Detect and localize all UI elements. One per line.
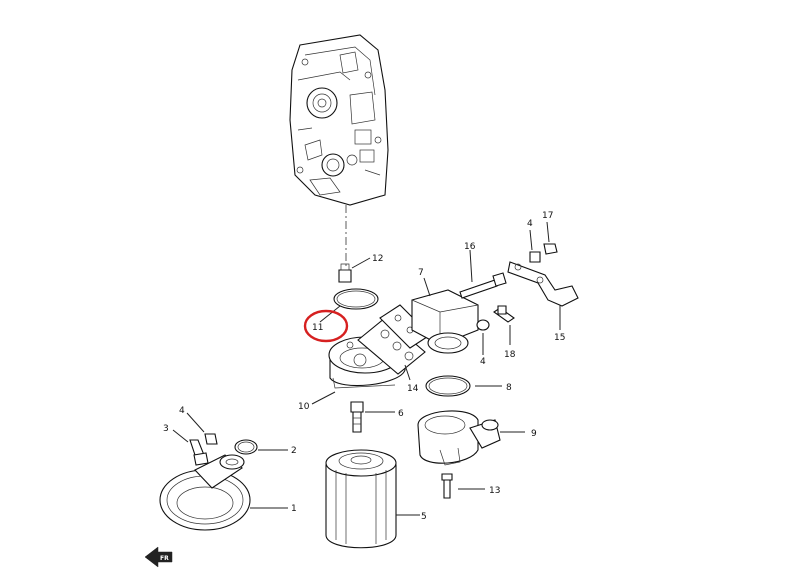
part-12-plug — [338, 257, 371, 283]
callout-15: 15 — [554, 333, 565, 343]
part-18-bolt — [493, 305, 515, 345]
callout-9: 9 — [531, 429, 537, 439]
callout-2: 2 — [291, 446, 297, 456]
part-5-oil-filter — [325, 449, 420, 549]
callout-4-mid: 4 — [480, 357, 486, 367]
callout-18: 18 — [504, 350, 516, 360]
callout-6: 6 — [398, 409, 404, 419]
part-17-nut — [543, 221, 558, 255]
callout-14: 14 — [407, 384, 419, 394]
part-8-o-ring — [425, 375, 502, 397]
callout-labels: 1 2 3 4 4 4 5 6 7 8 9 10 11 12 13 14 15 … — [163, 211, 565, 522]
part-2-o-ring — [234, 439, 288, 455]
callout-4-left: 4 — [179, 406, 185, 416]
callout-1: 1 — [291, 504, 297, 514]
callout-17: 17 — [542, 211, 553, 221]
part-16-long-bolt — [459, 249, 507, 299]
front-direction-arrow-icon: FR — [144, 546, 173, 568]
callout-3: 3 — [163, 424, 169, 434]
highlight-circle-11 — [303, 309, 349, 343]
part-3-bolt — [172, 429, 209, 466]
part-9-filter-head — [417, 410, 525, 466]
part-4-bolt-top — [529, 229, 541, 263]
part-4-washer-mid — [476, 319, 490, 355]
part-11-o-ring — [319, 288, 379, 323]
part-13-bolt — [441, 473, 485, 499]
callout-11: 11 — [312, 323, 323, 333]
callout-12: 12 — [372, 254, 383, 264]
callout-7: 7 — [418, 268, 424, 278]
callout-10: 10 — [298, 402, 310, 412]
callout-5: 5 — [421, 512, 427, 522]
callout-4-top: 4 — [527, 219, 533, 229]
part-1-oil-pan — [159, 454, 288, 531]
part-15-bracket — [507, 261, 579, 330]
front-direction-label: FR — [160, 555, 169, 562]
callout-13: 13 — [489, 486, 500, 496]
part-14-gasket — [357, 317, 426, 381]
callout-8: 8 — [506, 383, 512, 393]
part-4-nut-left — [186, 412, 218, 445]
part-7-cooler-housing — [411, 277, 479, 354]
engine-housing — [289, 34, 389, 206]
callout-16: 16 — [464, 242, 476, 252]
part-6-nipple — [350, 401, 395, 433]
